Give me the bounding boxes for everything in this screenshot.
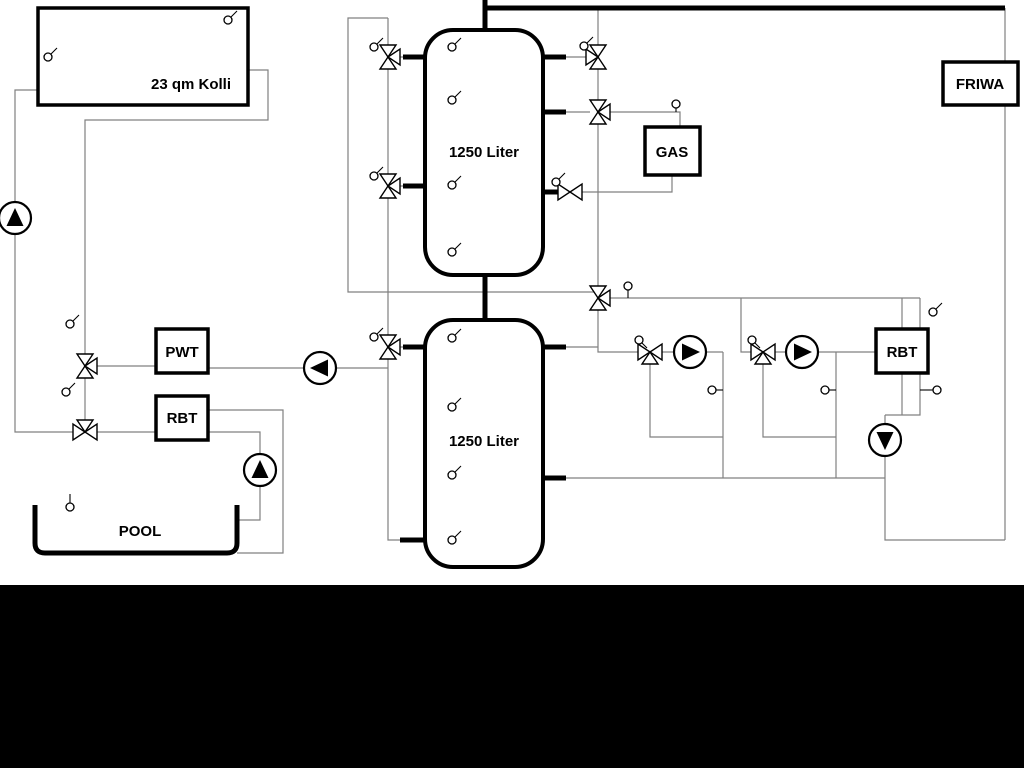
pipe-rbt-pool-out [208,409,284,554]
valve-tank2-top [379,334,401,360]
pwt-box [154,327,210,375]
sensor-gas-supply [671,99,681,112]
pump-solar [0,200,33,236]
sensor-valve-t2a [369,327,384,342]
black-footer-band [0,585,1024,768]
pipe-collector-return [14,89,73,433]
buffer-tank-2 [423,318,545,569]
sensor-pool [65,494,75,512]
sensor-circuit2-valve [747,335,761,349]
pipe-circuit1-bypass [649,360,723,438]
buffer-tank-1 [423,28,545,277]
sensor-tank2-2 [447,397,462,412]
pipe-collector-supply [84,69,269,358]
pipe-friwa-return [884,415,1005,541]
pump-pool [242,452,278,488]
friwa-box [941,60,1020,107]
solar-collector-box [36,6,250,107]
collector-label: 23 qm Kolli [151,76,231,93]
pipe-right-riser-d [597,310,639,353]
sensor-tank2-4 [447,530,462,545]
labels: 23 qm Kolli 1250 Liter 1250 Liter GAS FR… [119,76,1005,540]
sensor-collector-left [43,47,58,62]
pipe-tank-left-riser [387,18,400,541]
pipe-circuit2-feed [740,298,752,353]
sensor-tank2-1 [447,328,462,343]
sensor-tank1-1 [447,37,462,52]
pwt-label: PWT [165,344,198,361]
sensor-header-valve [579,36,594,51]
sensor-rbt-supply [61,382,76,397]
sensor-circuit2-return [820,385,836,395]
rbt-right-box [874,327,930,375]
friwa-label: FRIWA [956,76,1004,93]
pump-rbt-right [867,422,903,458]
piping-thick [400,0,1005,543]
pool-basin [32,505,240,556]
valve-gas-supply [589,99,611,125]
sensor-circuit1-return [707,385,723,395]
pump-circuit1 [672,334,708,370]
valve-header-right [585,44,607,70]
rbt-left-label: RBT [167,410,198,427]
gas-boiler-box [643,125,702,177]
valve-circuit2 [750,343,776,365]
rbt-right-label: RBT [887,344,918,361]
sensors [43,10,943,545]
sensor-tank2-3 [447,465,462,480]
pipe-circuit2-bypass [762,360,836,438]
rbt-left-box [154,394,210,442]
sensor-valve-t1b [369,166,384,181]
pump-circuit2 [784,334,820,370]
sensor-circuit1-valve [634,335,648,349]
pipe-midriser [347,17,598,293]
tank2-label: 1250 Liter [449,433,519,450]
pump-pwt [302,350,338,386]
valve-gas-return [557,183,583,201]
pipe-gas-supply [610,111,681,127]
pool-label: POOL [119,523,162,540]
sensor-rbt-right-top [928,302,943,317]
valve-tank1-top [379,44,401,70]
sensor-tank1-3 [447,175,462,190]
sensor-valve-t1a [369,37,384,52]
sensor-distribution [623,281,633,298]
valve-circuit1 [637,343,663,365]
sensor-tank1-2 [447,90,462,105]
sensor-tank1-4 [447,242,462,257]
valve-tank1-mid [379,173,401,199]
pipe-gas-return [582,175,673,193]
sensor-rbt-right-cold [920,385,942,395]
valve-rbt-supply [72,419,98,441]
gas-label: GAS [656,144,689,161]
valve-distribution [589,285,611,311]
sensor-gas-return [551,172,566,187]
sensor-collector-top [223,10,238,25]
tank1-label: 1250 Liter [449,144,519,161]
sensor-pwt-supply [65,314,80,329]
valve-pwt-supply [76,353,98,379]
